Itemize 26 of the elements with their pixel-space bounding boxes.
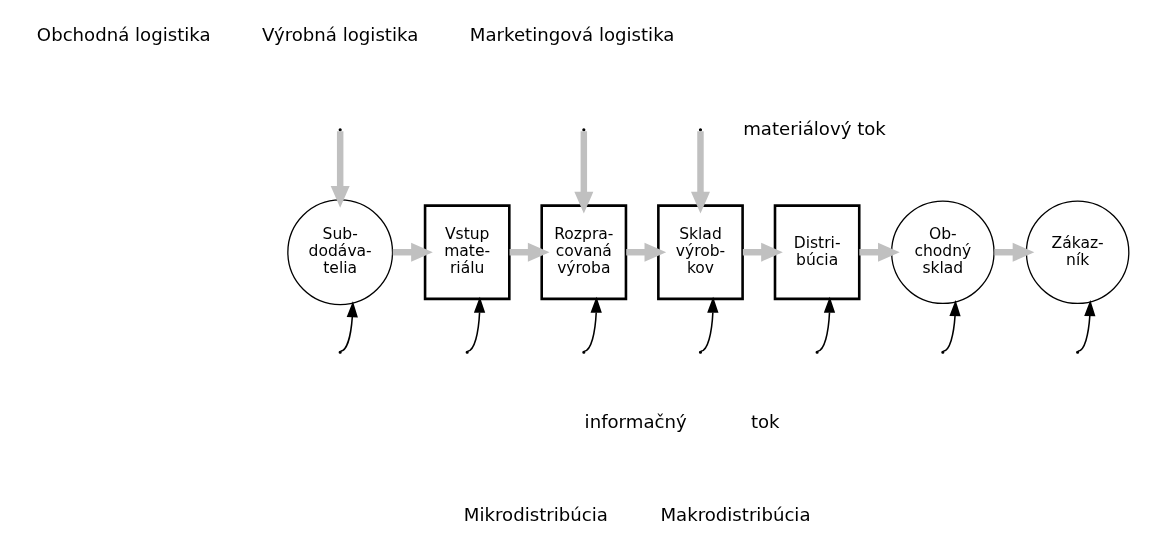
- node-circle: Ob- chodný sklad: [891, 200, 995, 305]
- label: Makrodistribúcia: [660, 504, 811, 526]
- label: Výrobná logistika: [262, 24, 419, 46]
- label: tok: [750, 410, 780, 432]
- arrow: [583, 296, 602, 353]
- arrow: [859, 242, 900, 262]
- arrow: [816, 296, 836, 353]
- node-box: Rozpra- covaná výroba: [540, 204, 628, 301]
- arrow: [1077, 300, 1096, 353]
- label: Mikrodistribúcia: [463, 504, 608, 526]
- arrow: [339, 301, 358, 353]
- label: informačný: [584, 410, 687, 432]
- arrow: [942, 300, 961, 353]
- arrow: [742, 242, 783, 262]
- arrow: [466, 296, 486, 353]
- node-circle: Sub- dodáva- telia: [287, 199, 394, 306]
- node-circle: Zákaz- ník: [1025, 200, 1130, 305]
- arrow: [994, 242, 1035, 262]
- node-box: Sklad výrob- kov: [657, 204, 744, 301]
- node-box: Distri- búcia: [773, 204, 861, 301]
- label: materiálový tok: [743, 117, 886, 139]
- arrow: [509, 242, 550, 262]
- arrow: [392, 242, 433, 262]
- label: Marketingová logistika: [469, 24, 675, 46]
- node-box: Vstup mate- riálu: [423, 204, 511, 301]
- label: Obchodná logistika: [36, 24, 211, 46]
